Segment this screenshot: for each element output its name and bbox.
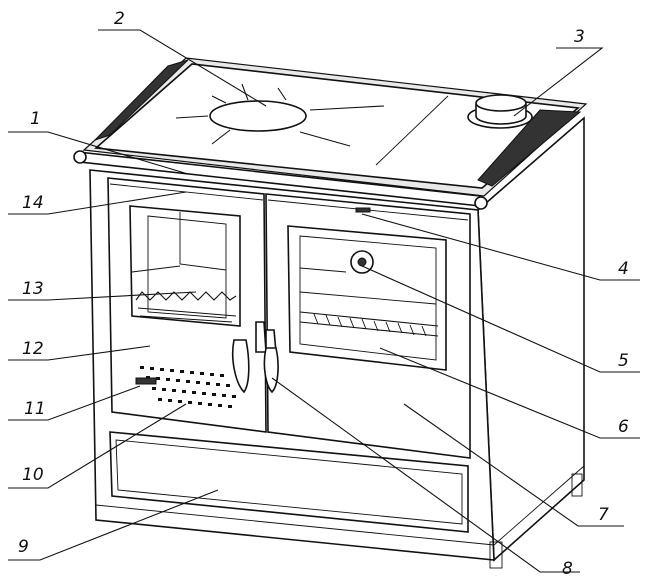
label-7: 7 — [598, 505, 609, 525]
firebox-door — [107, 177, 267, 433]
oven-door — [265, 193, 471, 459]
label-11: 11 — [24, 399, 46, 419]
cooktop — [82, 57, 588, 197]
leader-lines — [8, 29, 640, 573]
label-13: 13 — [22, 279, 44, 299]
label-6: 6 — [618, 417, 629, 437]
label-1: 1 — [30, 109, 41, 129]
flue-outlet — [467, 94, 533, 129]
callout-labels: 1 2 3 4 5 6 7 8 9 10 11 12 13 14 — [18, 9, 629, 579]
towel-rail — [73, 150, 488, 210]
label-9: 9 — [18, 537, 29, 557]
label-4: 4 — [618, 259, 629, 279]
label-8: 8 — [562, 559, 573, 579]
label-12: 12 — [22, 339, 44, 359]
drawer — [109, 431, 469, 533]
door-handles — [231, 321, 279, 394]
label-14: 14 — [22, 193, 44, 213]
label-10: 10 — [22, 465, 44, 485]
label-5: 5 — [618, 351, 629, 371]
label-3: 3 — [574, 27, 585, 47]
label-2: 2 — [114, 9, 125, 29]
